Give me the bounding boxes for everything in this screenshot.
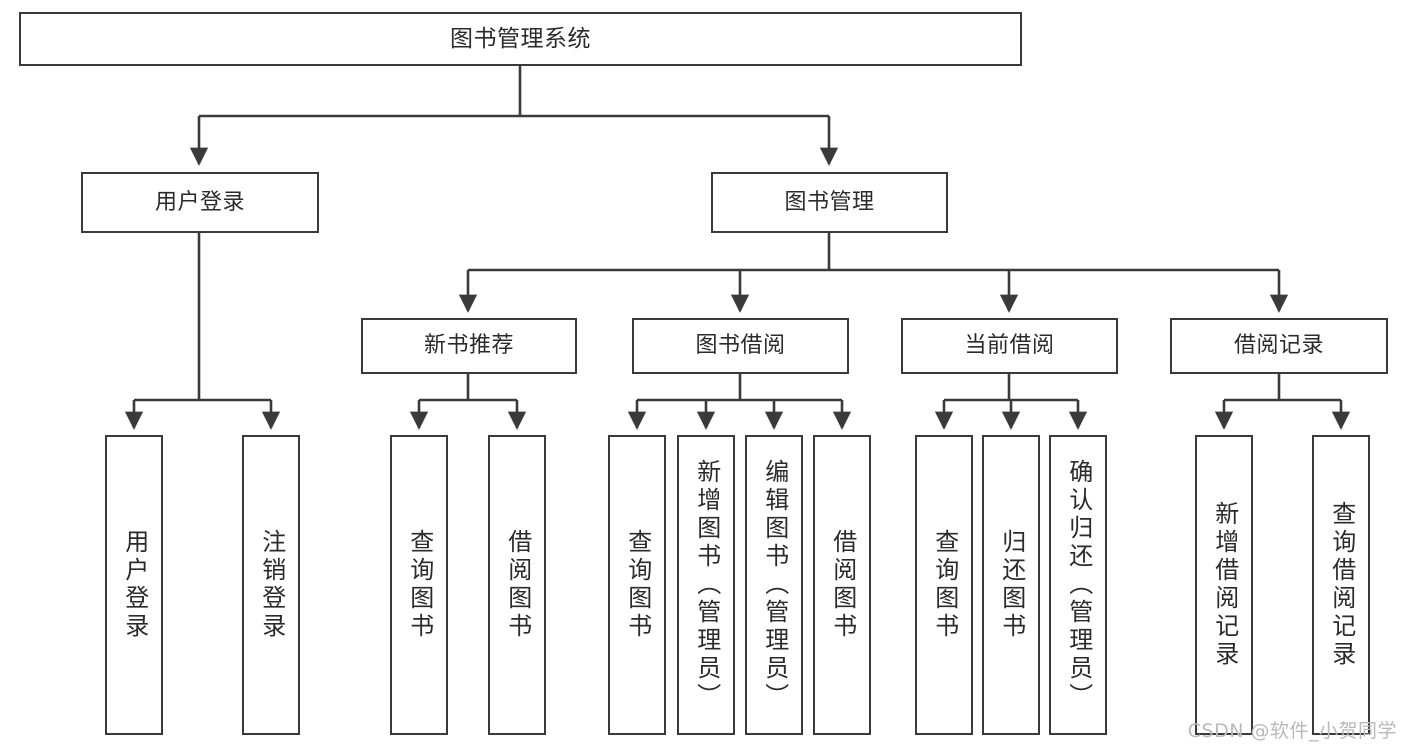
node-leaf-user-login[interactable]: 用户登录 bbox=[105, 435, 163, 735]
node-leaf-edit-book[interactable]: 编辑图书（管理员） bbox=[745, 435, 803, 735]
node-leaf-logout[interactable]: 注销登录 bbox=[242, 435, 300, 735]
node-leaf-logout-label: 注销登录 bbox=[257, 529, 286, 641]
node-leaf-borrow-book-2[interactable]: 借阅图书 bbox=[813, 435, 871, 735]
node-leaf-query-book-1-label: 查询图书 bbox=[405, 529, 434, 641]
node-leaf-confirm-return-label: 确认归还（管理员） bbox=[1064, 459, 1093, 711]
node-leaf-query-record[interactable]: 查询借阅记录 bbox=[1312, 435, 1370, 735]
node-current-borrow-label: 当前借阅 bbox=[964, 333, 1055, 359]
node-new-book-recommend-label: 新书推荐 bbox=[423, 333, 514, 359]
node-leaf-add-book[interactable]: 新增图书（管理员） bbox=[677, 435, 735, 735]
node-new-book-recommend[interactable]: 新书推荐 bbox=[361, 318, 577, 374]
node-current-borrow[interactable]: 当前借阅 bbox=[901, 318, 1118, 374]
node-leaf-borrow-book-1[interactable]: 借阅图书 bbox=[488, 435, 546, 735]
node-leaf-borrow-book-1-label: 借阅图书 bbox=[503, 529, 532, 641]
node-leaf-query-book-3-label: 查询图书 bbox=[930, 529, 959, 641]
node-leaf-add-record[interactable]: 新增借阅记录 bbox=[1195, 435, 1253, 735]
node-book-management-label: 图书管理 bbox=[784, 189, 875, 215]
node-leaf-query-book-1[interactable]: 查询图书 bbox=[390, 435, 448, 735]
node-borrow-record-label: 借阅记录 bbox=[1233, 333, 1324, 359]
node-user-login-label: 用户登录 bbox=[154, 189, 245, 215]
node-leaf-edit-book-label: 编辑图书（管理员） bbox=[760, 459, 789, 711]
node-leaf-confirm-return[interactable]: 确认归还（管理员） bbox=[1049, 435, 1107, 735]
node-leaf-return-book[interactable]: 归还图书 bbox=[982, 435, 1040, 735]
node-leaf-query-book-2-label: 查询图书 bbox=[623, 529, 652, 641]
node-book-borrow-label: 图书借阅 bbox=[695, 333, 786, 359]
node-leaf-add-record-label: 新增借阅记录 bbox=[1210, 501, 1239, 669]
node-book-management[interactable]: 图书管理 bbox=[711, 172, 948, 233]
node-leaf-user-login-label: 用户登录 bbox=[120, 529, 149, 641]
node-book-borrow[interactable]: 图书借阅 bbox=[632, 318, 849, 374]
node-leaf-borrow-book-2-label: 借阅图书 bbox=[828, 529, 857, 641]
node-leaf-query-book-3[interactable]: 查询图书 bbox=[915, 435, 973, 735]
node-root[interactable]: 图书管理系统 bbox=[19, 12, 1022, 66]
node-borrow-record[interactable]: 借阅记录 bbox=[1170, 318, 1388, 374]
node-leaf-add-book-label: 新增图书（管理员） bbox=[692, 459, 721, 711]
node-leaf-return-book-label: 归还图书 bbox=[997, 529, 1026, 641]
node-leaf-query-record-label: 查询借阅记录 bbox=[1327, 501, 1356, 669]
csdn-watermark: CSDN @软件_小贺同学 bbox=[1187, 720, 1397, 742]
node-user-login[interactable]: 用户登录 bbox=[81, 172, 319, 233]
node-leaf-query-book-2[interactable]: 查询图书 bbox=[608, 435, 666, 735]
node-root-label: 图书管理系统 bbox=[450, 25, 591, 52]
